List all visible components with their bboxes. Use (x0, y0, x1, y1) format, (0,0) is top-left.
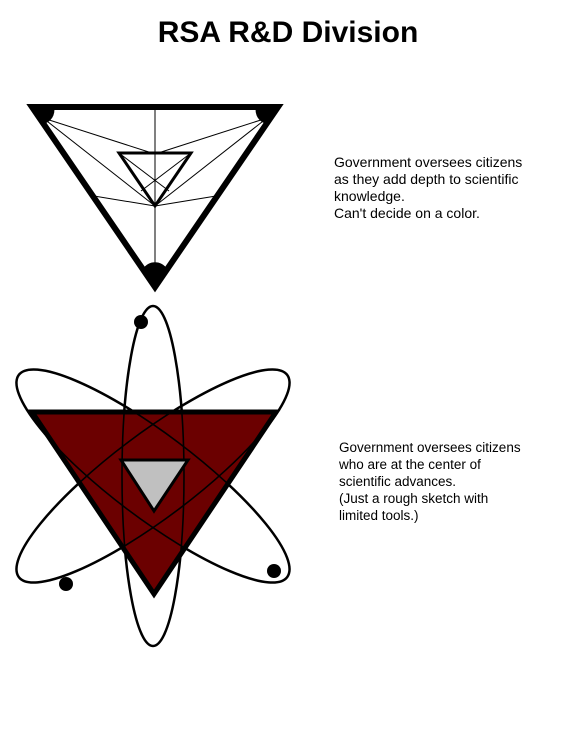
caption-line: knowledge. (334, 188, 405, 204)
caption-line: Government oversees citizens (339, 440, 521, 455)
caption-concept-1: Government oversees citizens as they add… (334, 154, 522, 222)
orbit-overlay (15, 305, 291, 647)
caption-concept-2: Government oversees citizens who are at … (339, 439, 521, 524)
electron-right (267, 564, 281, 578)
electron-left (59, 577, 73, 591)
caption-line: Government oversees citizens (334, 154, 523, 170)
caption-line: as they add depth to scientific (334, 171, 519, 187)
page-title: RSA R&D Division (157, 16, 419, 49)
caption-line: limited tools.) (339, 508, 419, 523)
logo-concept-1 (26, 104, 284, 293)
logo-concept-2 (15, 304, 291, 648)
radiating-lines (42, 107, 268, 287)
inner-triangle (116, 151, 194, 209)
gray-inner-triangle (118, 458, 191, 514)
electron-top (134, 315, 148, 329)
caption-line: scientific advances. (339, 474, 457, 489)
caption-line: Can't decide on a color. (334, 205, 480, 221)
caption-line: (Just a rough sketch with (339, 491, 489, 506)
caption-line: who are at the center of (339, 457, 481, 472)
